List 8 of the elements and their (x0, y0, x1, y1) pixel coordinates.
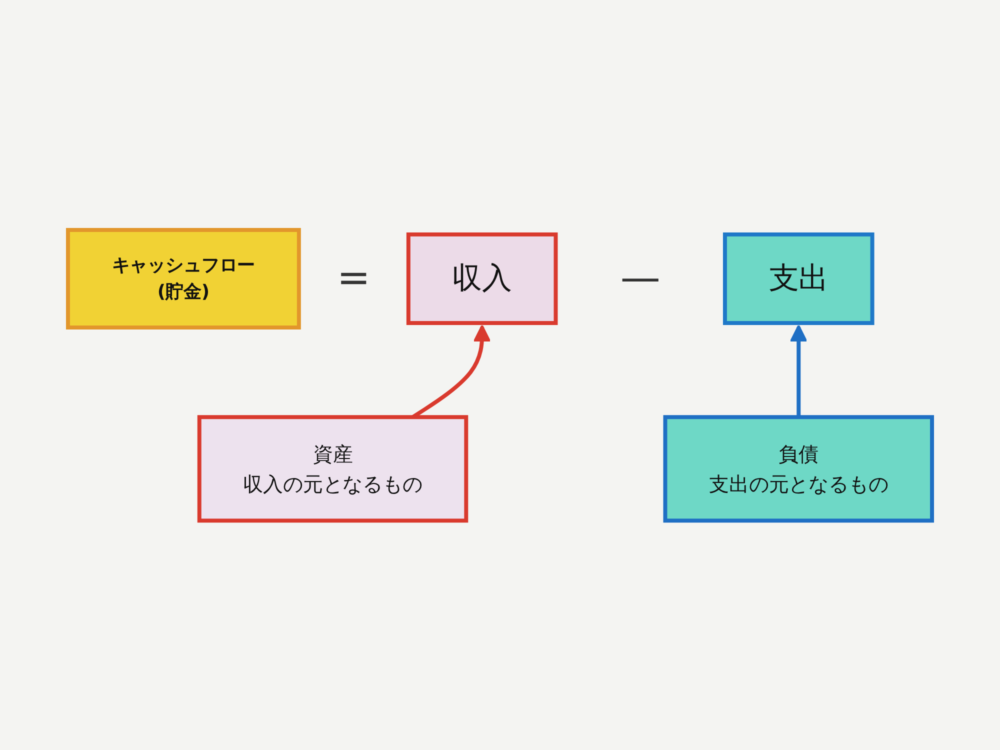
minus-sign: — (620, 258, 660, 298)
node-box: キャッシュフロー (貯金) (66, 228, 301, 330)
equals-sign: = (336, 258, 370, 298)
node-box: 収入 (406, 232, 558, 325)
node-box: 負債 支出の元となるもの (663, 414, 934, 522)
node-box: 支出 (722, 232, 874, 325)
node-box: 資産 収入の元となるもの (197, 414, 468, 522)
arrow (790, 324, 808, 417)
